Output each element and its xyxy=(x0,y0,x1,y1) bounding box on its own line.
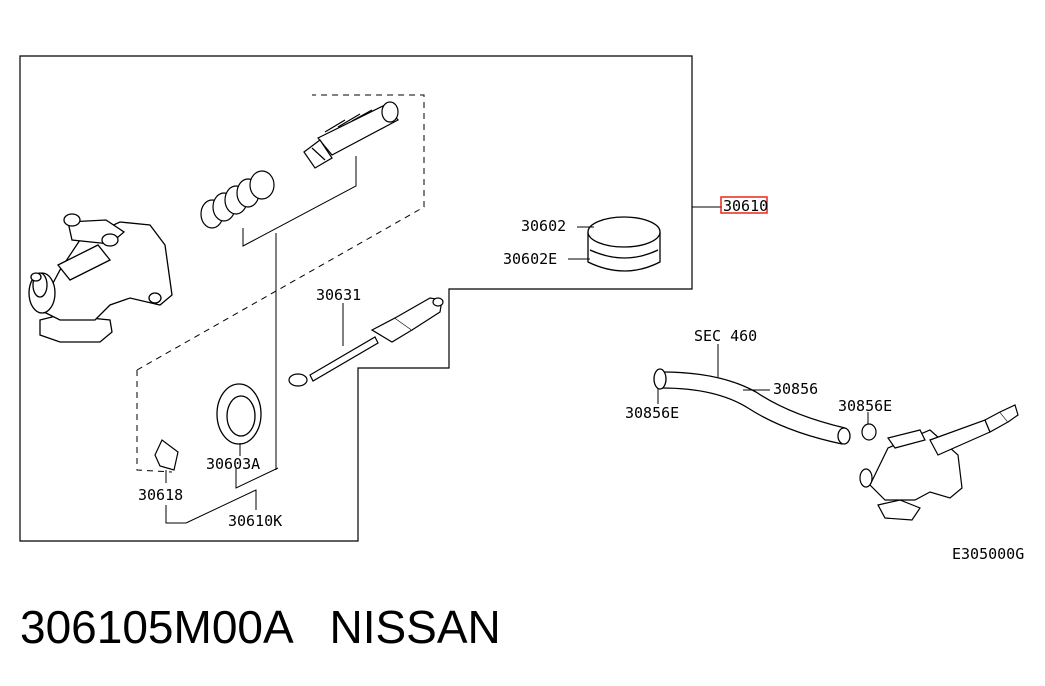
caption-spacer xyxy=(291,601,329,653)
caption-part-number: 306105M00A xyxy=(20,601,292,653)
push-rod-icon xyxy=(288,297,444,387)
piston-icon xyxy=(303,101,399,169)
clutch-hose-icon xyxy=(653,368,851,445)
label-30610K: 30610K xyxy=(228,512,282,530)
kit-bracket xyxy=(235,156,357,489)
label-diagram-code: E305000G xyxy=(952,545,1024,563)
label-30602E: 30602E xyxy=(503,250,557,268)
label-sec-460: SEC 460 xyxy=(694,327,757,345)
label-30610: 30610 xyxy=(723,197,768,215)
reservoir-cap-icon xyxy=(587,216,661,272)
label-30856: 30856 xyxy=(773,380,818,398)
master-cylinder-assembly-icon xyxy=(859,404,1019,521)
hose-clamp-icon xyxy=(861,423,877,441)
master-cylinder-body-icon xyxy=(28,213,173,343)
label-30856E-left: 30856E xyxy=(625,404,679,422)
assembly-boundary xyxy=(19,55,693,542)
caption-brand: NISSAN xyxy=(329,601,501,653)
spring-seal-icon xyxy=(200,170,275,229)
leader-30610K xyxy=(185,489,257,524)
dust-boot-icon xyxy=(216,383,262,445)
part-caption: 306105M00A NISSAN xyxy=(20,600,501,654)
label-30602: 30602 xyxy=(521,217,566,235)
highlight-box-30610 xyxy=(720,196,768,214)
leader-30618 xyxy=(165,470,186,524)
label-30603A: 30603A xyxy=(206,455,260,473)
clip-icon xyxy=(154,439,179,471)
repair-kit-boundary xyxy=(136,94,425,473)
label-30631: 30631 xyxy=(316,286,361,304)
label-30856E-right: 30856E xyxy=(838,397,892,415)
label-30618: 30618 xyxy=(138,486,183,504)
